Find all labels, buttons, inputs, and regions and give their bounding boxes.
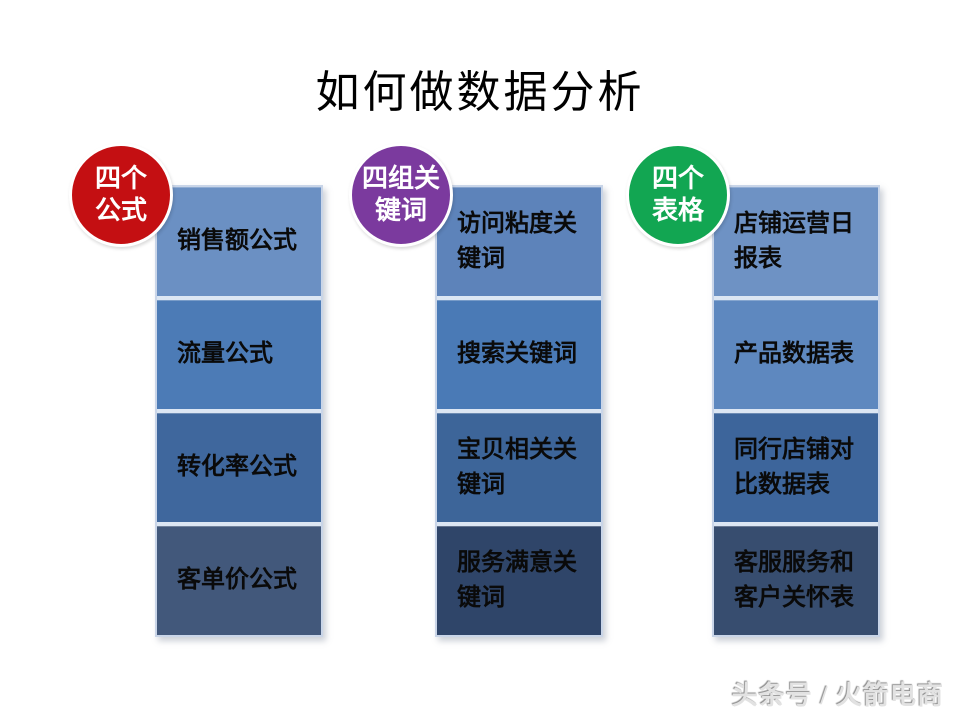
box-label: 同行店铺对比数据表 xyxy=(734,437,854,498)
slide-title: 如何做数据分析 xyxy=(315,68,645,117)
box-stack: 销售额公式 流量公式 转化率公式 客单价公式 xyxy=(155,185,323,637)
badge-line: 四个 xyxy=(94,163,147,193)
box-label: 服务满意关键词 xyxy=(457,550,577,611)
box-item: 流量公式 xyxy=(157,300,321,409)
box-item: 服务满意关键词 xyxy=(437,526,601,635)
box-item: 客服服务和客户关怀表 xyxy=(714,526,878,635)
box-item: 转化率公式 xyxy=(157,413,321,522)
badge-label: 四个 表格 xyxy=(652,163,704,228)
box-item: 同行店铺对比数据表 xyxy=(714,413,878,522)
box-item: 销售额公式 xyxy=(157,187,321,296)
box-label: 转化率公式 xyxy=(177,454,297,481)
box-label: 店铺运营日报表 xyxy=(734,211,854,272)
badge-line: 四组关 xyxy=(361,163,440,193)
box-item: 访问粘度关键词 xyxy=(437,187,601,296)
badge-line: 四个 xyxy=(651,163,704,193)
box-label: 客服服务和客户关怀表 xyxy=(734,550,854,611)
box-label: 销售额公式 xyxy=(177,228,297,255)
badge-label: 四个 公式 xyxy=(95,163,147,228)
box-label: 宝贝相关关键词 xyxy=(457,437,577,498)
badge-line: 表格 xyxy=(651,196,704,225)
box-item: 产品数据表 xyxy=(714,300,878,409)
badge-circle-keywords: 四组关 键词 xyxy=(349,143,453,247)
box-stack: 访问粘度关键词 搜索关键词 宝贝相关关键词 服务满意关键词 xyxy=(435,185,603,637)
box-stack: 店铺运营日报表 产品数据表 同行店铺对比数据表 客服服务和客户关怀表 xyxy=(712,185,880,637)
box-item: 搜索关键词 xyxy=(437,300,601,409)
box-label: 产品数据表 xyxy=(734,341,854,368)
badge-line: 键词 xyxy=(374,196,427,225)
badge-label: 四组关 键词 xyxy=(362,163,440,228)
column-keywords: 四组关 键词 访问粘度关键词 搜索关键词 宝贝相关关键词 服务满意关键词 xyxy=(349,143,603,637)
box-item: 宝贝相关关键词 xyxy=(437,413,601,522)
box-item: 客单价公式 xyxy=(157,526,321,635)
box-label: 搜索关键词 xyxy=(457,341,577,368)
box-label: 客单价公式 xyxy=(177,567,297,594)
badge-line: 公式 xyxy=(94,196,147,225)
column-tables: 四个 表格 店铺运营日报表 产品数据表 同行店铺对比数据表 客服服务和客户关怀表 xyxy=(626,143,880,637)
box-item: 店铺运营日报表 xyxy=(714,187,878,296)
watermark-text: 头条号 / 火箭电商 xyxy=(731,681,944,710)
badge-circle-tables: 四个 表格 xyxy=(626,143,730,247)
badge-circle-formulas: 四个 公式 xyxy=(69,143,173,247)
column-formulas: 四个 公式 销售额公式 流量公式 转化率公式 客单价公式 xyxy=(69,143,323,637)
box-label: 流量公式 xyxy=(177,341,273,368)
box-label: 访问粘度关键词 xyxy=(457,211,577,272)
